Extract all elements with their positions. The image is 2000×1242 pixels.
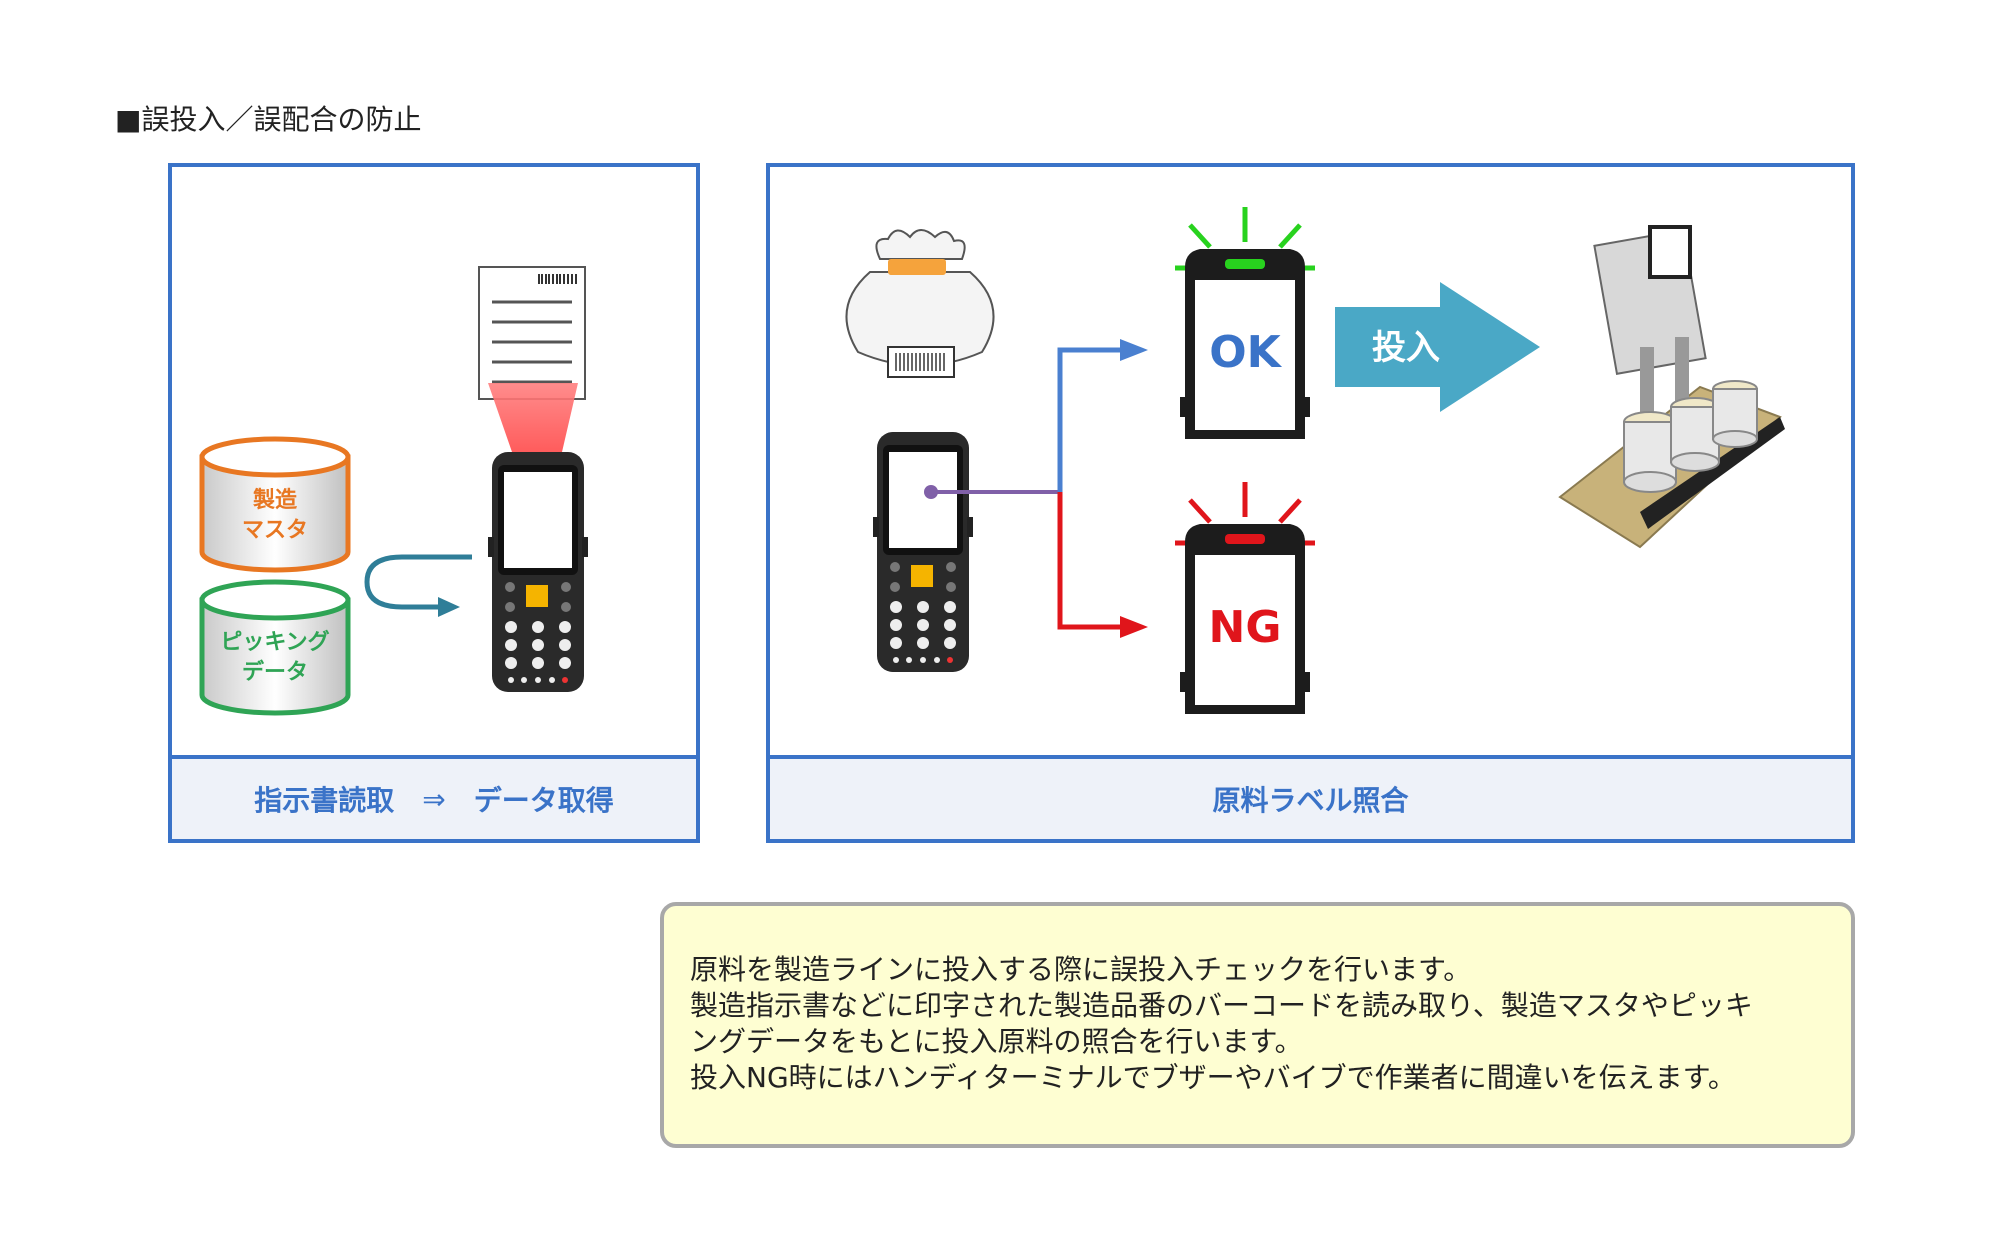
- master-db-label-line2: マスタ: [242, 518, 308, 543]
- page-heading: ■誤投入／誤配合の防止: [115, 103, 422, 136]
- input-arrow-icon: [1335, 282, 1540, 412]
- input-arrow-label: 投入: [1372, 328, 1440, 368]
- caption-get-data: データ取得: [473, 784, 614, 817]
- caption-read-instructions: 指示書読取: [254, 784, 395, 817]
- picking-database-icon: [199, 579, 351, 716]
- material-bag-icon: [845, 229, 995, 378]
- ng-label: NG: [1209, 602, 1282, 653]
- description-note: 原料を製造ラインに投入する際に誤投入チェックを行います。 製造指示書などに印字さ…: [660, 902, 1855, 1148]
- ng-terminal-icon: [1175, 482, 1315, 714]
- description-line: 製造指示書などに印字された製造品番のバーコードを読み取り、製造マスタやピッキ: [690, 989, 1753, 1022]
- material-check-caption: 原料ラベル照合: [770, 755, 1851, 839]
- caption-arrow: ⇒: [422, 782, 446, 816]
- ok-terminal-icon: [1175, 207, 1315, 439]
- picking-db-label-line1: ピッキング: [220, 629, 329, 655]
- handheld-terminal-icon: [873, 432, 973, 672]
- description-line: 原料を製造ラインに投入する際に誤投入チェックを行います。: [690, 953, 1472, 986]
- scan-beam-icon: [488, 383, 578, 452]
- material-label-check-panel: OK NG 投入: [766, 163, 1855, 843]
- instruction-read-illustration: 製造 マスタ ピッキング データ: [199, 266, 588, 716]
- ok-label: OK: [1209, 327, 1282, 378]
- picking-db-label-line2: データ: [242, 659, 308, 685]
- description-line: ングデータをもとに投入原料の照合を行います。: [690, 1025, 1303, 1058]
- master-db-label-line1: 製造: [252, 487, 297, 513]
- description-line: 投入NG時にはハンディターミナルでブザーやバイブで作業者に間違いを伝えます。: [690, 1061, 1736, 1094]
- data-transfer-arrow-icon: [364, 554, 472, 617]
- material-check-illustration: OK NG 投入: [845, 207, 1785, 714]
- instruction-read-caption: 指示書読取 ⇒ データ取得: [172, 755, 696, 839]
- instruction-sheet-icon: [478, 266, 586, 400]
- master-database-icon: [199, 436, 351, 573]
- instruction-read-panel: 製造 マスタ ピッキング データ 指示書読取 ⇒ データ取得: [168, 163, 700, 843]
- handheld-terminal-icon: [488, 452, 588, 692]
- verification-route-lines: [924, 339, 1148, 638]
- production-machine-icon: [1558, 225, 1785, 549]
